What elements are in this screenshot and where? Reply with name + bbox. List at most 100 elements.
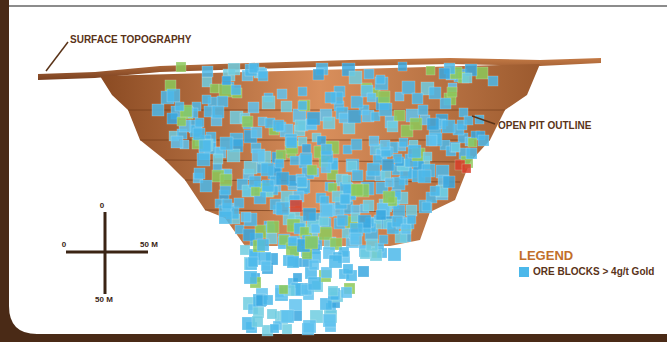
ore-block — [281, 101, 292, 112]
legend-text: ORE BLOCKS > 4g/t Gold — [533, 266, 654, 278]
ore-block — [430, 186, 440, 196]
leader-line — [46, 42, 68, 71]
ore-block — [466, 148, 477, 159]
ore-block — [321, 267, 332, 278]
ore-block — [176, 62, 186, 72]
ore-block — [251, 187, 260, 196]
ore-block — [220, 174, 232, 186]
ore-block — [401, 224, 411, 234]
ore-block — [302, 144, 311, 153]
ore-block — [213, 154, 223, 164]
ore-block — [363, 200, 374, 211]
ore-block — [282, 324, 292, 334]
ore-block — [212, 106, 224, 118]
ore-block — [307, 165, 317, 175]
ore-block — [210, 84, 219, 93]
ore-block — [175, 102, 184, 111]
ore-block — [217, 96, 228, 107]
ore-block — [351, 205, 360, 214]
ore-block — [418, 170, 431, 183]
ore-block — [468, 138, 477, 147]
ore-block — [167, 113, 178, 124]
ore-block — [426, 66, 435, 75]
ore-block — [263, 295, 273, 305]
ore-block — [347, 161, 357, 171]
ore-block — [231, 85, 241, 95]
ore-block — [407, 215, 416, 224]
ore-block — [427, 118, 439, 130]
ore-block — [398, 62, 407, 71]
ore-block — [258, 71, 268, 81]
scale-bar — [66, 251, 148, 254]
ore-block — [227, 149, 240, 162]
ore-block — [244, 161, 257, 174]
leader-line — [472, 116, 495, 124]
ore-block — [352, 170, 363, 181]
scale-number: 50 M — [140, 240, 158, 250]
ore-block — [287, 256, 299, 268]
ore-block — [464, 116, 473, 125]
scale-number: 0 — [100, 201, 104, 211]
ore-block — [235, 225, 244, 234]
ore-block — [293, 273, 302, 282]
ore-block — [379, 235, 388, 244]
ore-block — [342, 175, 351, 184]
ore-block — [450, 142, 460, 152]
ore-block — [410, 118, 422, 130]
ore-block — [248, 257, 258, 267]
ore-block — [248, 102, 259, 113]
ore-block — [328, 286, 338, 296]
ore-block — [273, 120, 284, 131]
ore-block — [193, 128, 205, 140]
ore-block — [366, 239, 378, 251]
ore-block — [286, 137, 297, 148]
ore-block — [262, 180, 274, 192]
ore-block — [325, 92, 336, 103]
ore-block — [319, 216, 329, 226]
ore-block — [422, 202, 431, 211]
ore-block — [393, 154, 402, 163]
ore-block — [279, 285, 288, 294]
ore-block — [339, 113, 349, 123]
ore-block — [394, 110, 405, 121]
ore-block — [371, 112, 380, 121]
ore-block — [305, 236, 318, 249]
ore-block — [380, 140, 390, 150]
ore-block — [317, 136, 326, 145]
ore-block — [249, 176, 261, 188]
ore-block — [244, 257, 257, 270]
ore-block — [399, 138, 408, 147]
ore-block — [290, 156, 299, 165]
ore-block — [388, 248, 401, 261]
ore-block — [443, 176, 455, 188]
ore-block — [367, 93, 376, 102]
ore-block — [313, 69, 324, 80]
ore-block — [275, 159, 284, 168]
ore-block — [219, 211, 232, 224]
ore-block — [252, 149, 265, 162]
ore-block — [462, 164, 471, 173]
ore-block — [408, 145, 421, 158]
ore-block — [303, 208, 316, 221]
ore-block — [358, 266, 369, 277]
ore-block — [378, 91, 390, 103]
ore-block — [194, 168, 205, 179]
ore-block — [385, 178, 394, 187]
ore-block — [244, 271, 257, 284]
ore-block — [402, 81, 415, 94]
open-pit — [100, 64, 540, 246]
top-rule — [9, 5, 667, 7]
legend-swatch — [519, 267, 529, 277]
ore-block — [222, 76, 231, 85]
ore-block — [462, 73, 472, 83]
ore-block — [348, 110, 361, 123]
ore-block — [234, 198, 244, 208]
ore-block — [276, 150, 286, 160]
ore-block — [281, 310, 294, 323]
callout-label: OPEN PIT OUTLINE — [498, 120, 591, 132]
ore-block — [419, 200, 432, 213]
ore-block — [376, 75, 385, 84]
ore-block — [261, 261, 271, 271]
ore-block — [343, 122, 355, 134]
